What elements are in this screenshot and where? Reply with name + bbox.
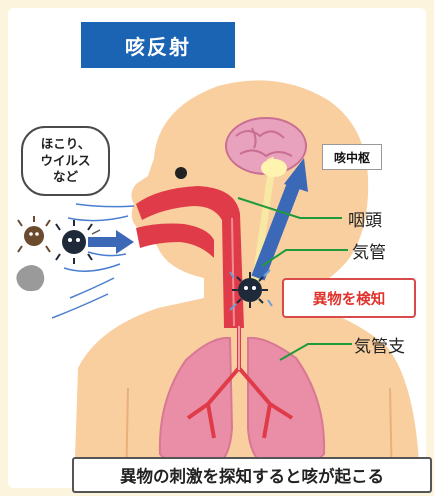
eye xyxy=(175,167,187,179)
diagram-card: 咳反射 ほこり、 ウイルス など 咳中枢 咽頭 気管 気管支 異物を検知 xyxy=(8,8,426,488)
inflow-arrow xyxy=(88,230,134,254)
dust-particle-icon xyxy=(16,265,44,291)
nerve-glow xyxy=(261,159,287,177)
bronchus-label: 気管支 xyxy=(354,332,405,357)
page-title: 咳反射 xyxy=(81,22,235,68)
bubble-line-3: など xyxy=(53,169,78,186)
airflow-lines xyxy=(52,204,134,318)
bubble-line-2: ウイルス xyxy=(40,153,90,170)
foreign-matter-bubble: ほこり、 ウイルス など xyxy=(21,126,110,196)
pharynx-label: 咽頭 xyxy=(348,206,382,231)
trachea-label: 気管 xyxy=(352,238,386,263)
dust-germ-icon xyxy=(18,216,50,252)
cough-center-label: 咳中枢 xyxy=(322,144,382,170)
foreign-detection-label: 異物を検知 xyxy=(282,278,416,318)
bubble-line-1: ほこり、 xyxy=(41,136,91,153)
caption: 異物の刺激を探知すると咳が起こる xyxy=(72,457,432,493)
